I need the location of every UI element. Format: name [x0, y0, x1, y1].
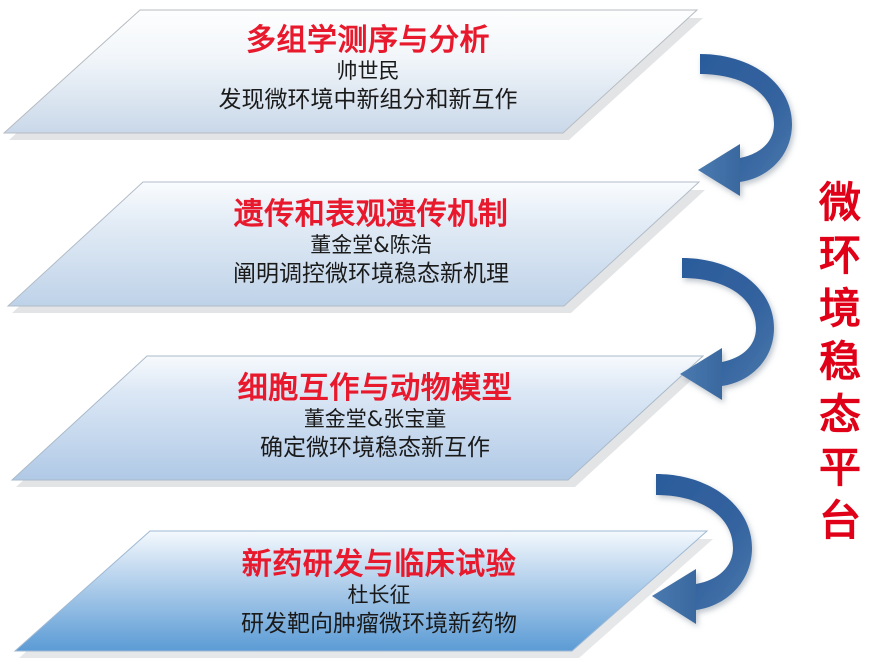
platform-vertical-caption: 微 环 境 稳 态 平 台 [808, 182, 872, 542]
band-1-shape [2, 9, 699, 134]
vertical-caption-char-3: 境 [818, 284, 861, 333]
process-band-3[interactable]: 细胞互作与动物模型 董金堂&张宝童 确定微环境稳态新互作 [0, 350, 709, 487]
curved-arrow-1 [694, 48, 824, 210]
process-band-2[interactable]: 遗传和表观遗传机制 董金堂&陈浩 阐明调控微环境稳态新机理 [0, 176, 705, 313]
vertical-caption-char-2: 环 [818, 231, 861, 280]
curved-arrow-2-glyph [680, 258, 774, 400]
band-2-shape [6, 181, 701, 307]
curved-arrow-1-glyph [698, 54, 792, 196]
vertical-caption-char-4: 稳 [818, 337, 861, 386]
process-band-1[interactable]: 多组学测序与分析 帅世民 发现微环境中新组分和新互作 [0, 4, 703, 140]
vertical-caption-char-7: 台 [818, 496, 861, 545]
vertical-caption-char-6: 平 [818, 443, 861, 492]
process-band-4[interactable]: 新药研发与临床试验 杜长征 研发靶向肿瘤微环境新药物 [0, 525, 713, 661]
vertical-caption-char-5: 态 [818, 390, 861, 439]
band-4-shape [13, 530, 709, 652]
band-3-shape [10, 355, 705, 481]
curved-arrow-3 [648, 468, 788, 638]
curved-arrow-2 [676, 252, 806, 414]
curved-arrow-3-glyph [652, 474, 752, 624]
vertical-caption-char-1: 微 [818, 178, 861, 227]
